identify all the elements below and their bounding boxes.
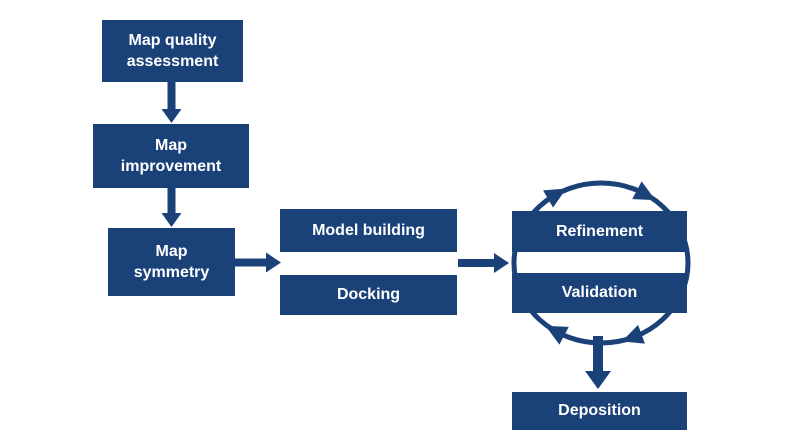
node-map-quality-assessment: Map quality assessment xyxy=(102,20,243,82)
arrow-symmetry-to-modelbuilding-icon xyxy=(234,252,281,273)
node-label: Map symmetry xyxy=(133,242,210,281)
node-label: Refinement xyxy=(555,222,644,240)
arrow-quality-to-improvement-icon xyxy=(161,81,182,123)
node-map-improvement: Map improvement xyxy=(93,124,249,188)
node-label: Validation xyxy=(561,284,638,302)
node-validation: Validation xyxy=(512,273,687,313)
cycle-arrowhead-bottom-left-icon xyxy=(545,325,569,345)
cycle-arrowhead-bottom-right-icon xyxy=(621,324,645,344)
node-label: Model building xyxy=(312,221,425,239)
node-map-symmetry: Map symmetry xyxy=(108,228,235,296)
cycle-arrow-circle xyxy=(511,180,691,346)
node-deposition: Deposition xyxy=(512,392,687,430)
node-docking: Docking xyxy=(280,275,457,315)
node-label: Map improvement xyxy=(120,136,222,175)
arrow-modelbuilding-to-refinement-icon xyxy=(458,253,509,273)
cycle-arrowhead-top-right-icon xyxy=(632,181,656,201)
arrow-improvement-to-symmetry-icon xyxy=(161,187,182,227)
node-label: Docking xyxy=(336,286,401,304)
node-refinement: Refinement xyxy=(512,211,687,252)
node-model-building: Model building xyxy=(280,209,457,252)
arrow-cycle-to-deposition-icon xyxy=(585,336,611,389)
node-label: Map quality assessment xyxy=(126,31,219,70)
node-label: Deposition xyxy=(558,402,641,420)
cycle-arrowhead-top-left-icon xyxy=(543,188,567,208)
